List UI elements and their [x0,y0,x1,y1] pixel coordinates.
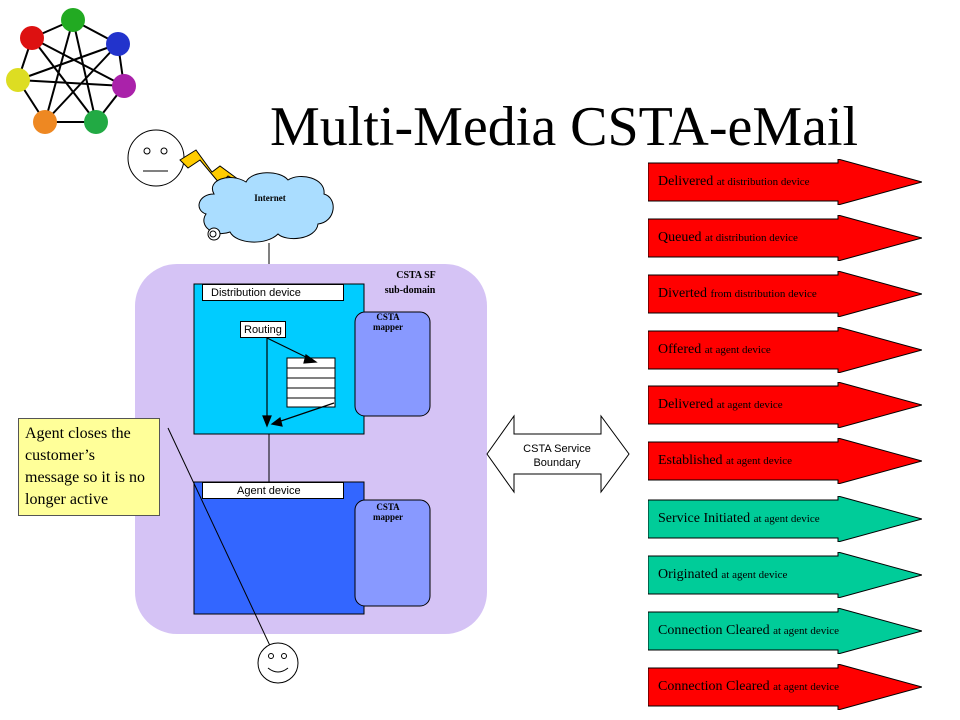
event-qualifier: from distribution device [710,288,817,300]
event-arrow-shape [648,496,922,542]
distribution-mapper-line1: CSTA [376,312,400,322]
event-arrow: Delivered at agent device [648,382,922,428]
routing-label: Routing [240,321,286,338]
event-arrow: Established at agent device [648,438,922,484]
event-arrow-shape [648,271,922,317]
event-arrow-shape [648,438,922,484]
event-text: Originated at agent device [658,566,787,584]
event-arrow-shape [648,159,922,205]
event-name: Delivered [658,397,714,412]
event-arrow: Service Initiated at agent device [648,496,922,542]
event-qualifier: at agent device [704,344,771,356]
event-qualifier: at agent device [726,455,793,467]
agent-device-box [193,481,365,615]
event-arrow: Connection Cleared at agent device [648,608,922,654]
service-boundary-line2: Boundary [533,457,581,469]
event-text: Delivered at agent device [658,396,783,414]
event-arrow-shape [648,327,922,373]
event-arrow-shape [648,215,922,261]
event-arrow-shape [648,664,922,710]
event-qualifier: at agent device [721,569,788,581]
event-arrow: Offered at agent device [648,327,922,373]
agent-face-icon [257,642,299,684]
event-text: Offered at agent device [658,341,771,359]
event-name: Service Initiated [658,511,751,526]
distribution-mapper-line2: mapper [373,322,403,332]
agent-mapper-line2: mapper [373,512,403,522]
event-name: Originated [658,567,718,582]
event-text: Delivered at distribution device [658,173,810,191]
event-text: Connection Cleared at agent device [658,678,839,696]
internet-cloud-icon [198,172,334,243]
routing-flow-arrows [262,337,335,428]
event-text: Queued at distribution device [658,229,798,247]
event-arrow-shape [648,552,922,598]
subdomain-label-line1: CSTA SF [396,270,436,281]
service-boundary-label: CSTA Service Boundary [515,442,599,470]
event-arrow-shape [648,608,922,654]
event-arrow: Diverted from distribution device [648,271,922,317]
event-qualifier: at agent device [773,625,840,637]
event-name: Queued [658,230,702,245]
event-name: Established [658,453,723,468]
distribution-mapper-label: CSTA mapper [358,312,418,332]
distribution-device-label: Distribution device [202,284,344,301]
customer-face-icon [127,129,185,187]
network-logo [6,8,136,134]
event-text: Service Initiated at agent device [658,510,820,528]
event-name: Connection Cleared [658,679,770,694]
agent-mapper-label: CSTA mapper [358,502,418,522]
queue-stack-icon [286,357,336,408]
event-arrow: Delivered at distribution device [648,159,922,205]
event-text: Established at agent device [658,452,792,470]
service-boundary-arrow [486,414,630,494]
agent-close-callout: Agent closes the customer’s message so i… [18,418,160,516]
service-boundary-line1: CSTA Service [523,443,591,455]
agent-mapper-line1: CSTA [376,502,400,512]
event-qualifier: at distribution device [716,176,810,188]
event-arrow: Queued at distribution device [648,215,922,261]
subdomain-label-line2: sub-domain [384,285,436,296]
distribution-device-box [193,283,365,435]
agent-csta-mapper [354,499,431,607]
internet-label: Internet [254,193,286,203]
distribution-csta-mapper [354,311,431,417]
agent-device-label: Agent device [202,482,344,499]
subdomain-label: CSTA SF sub-domain [370,268,450,298]
event-arrow-shape [648,382,922,428]
event-qualifier: at distribution device [705,232,798,244]
event-text: Connection Cleared at agent device [658,622,839,640]
event-text: Diverted from distribution device [658,285,817,303]
event-arrow: Connection Cleared at agent device [648,664,922,710]
event-name: Connection Cleared [658,623,770,638]
event-arrow: Originated at agent device [648,552,922,598]
event-qualifier: at agent device [773,681,840,693]
event-qualifier: at agent device [753,513,820,525]
event-name: Delivered [658,174,714,189]
event-qualifier: at agent device [716,399,783,411]
event-name: Offered [658,342,702,357]
event-name: Diverted [658,286,707,301]
page-title: Multi-Media CSTA-eMail [270,96,859,158]
